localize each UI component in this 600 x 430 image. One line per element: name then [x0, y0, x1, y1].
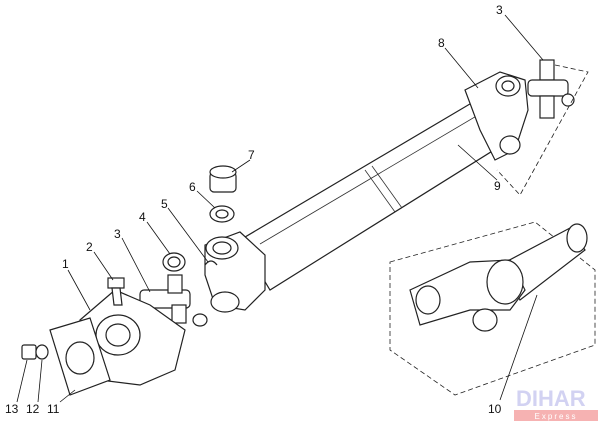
svg-text:DIHAR: DIHAR [516, 386, 586, 411]
callout-2: 2 [86, 240, 93, 254]
front-yoke [204, 231, 266, 313]
callout-13: 13 [5, 402, 19, 416]
callout-3-top: 3 [496, 3, 503, 17]
shaft-tube-9 [239, 97, 511, 291]
callout-7: 7 [248, 148, 255, 162]
callout-5: 5 [161, 197, 168, 211]
slip-yoke-10 [409, 223, 588, 332]
callout-3: 3 [114, 227, 121, 241]
gasket-hole [65, 341, 95, 375]
callout-6: 6 [189, 180, 196, 194]
callout-8: 8 [438, 36, 445, 50]
bolt-2 [107, 277, 125, 306]
ring-4 [162, 252, 186, 272]
callout-4: 4 [139, 210, 146, 224]
callout-12: 12 [26, 402, 40, 416]
dashed-frame-10 [389, 221, 596, 396]
callout-1: 1 [62, 257, 69, 271]
svg-text:Express: Express [535, 412, 578, 421]
watermark-logo: DIHAR Express [514, 386, 598, 421]
leader-lines [16, 14, 544, 403]
cross-3-lower [139, 274, 208, 327]
callout-11: 11 [47, 402, 60, 416]
cross-3-top [527, 59, 575, 119]
callout-9: 9 [494, 179, 501, 193]
yoke-8 [464, 71, 529, 161]
seal-ring-6 [209, 205, 235, 223]
nut-13 [21, 344, 37, 360]
washer-12 [35, 344, 49, 360]
bearing-cap-7 [209, 165, 237, 193]
dashed-frame-8 [496, 64, 589, 196]
callout-10: 10 [488, 402, 502, 416]
